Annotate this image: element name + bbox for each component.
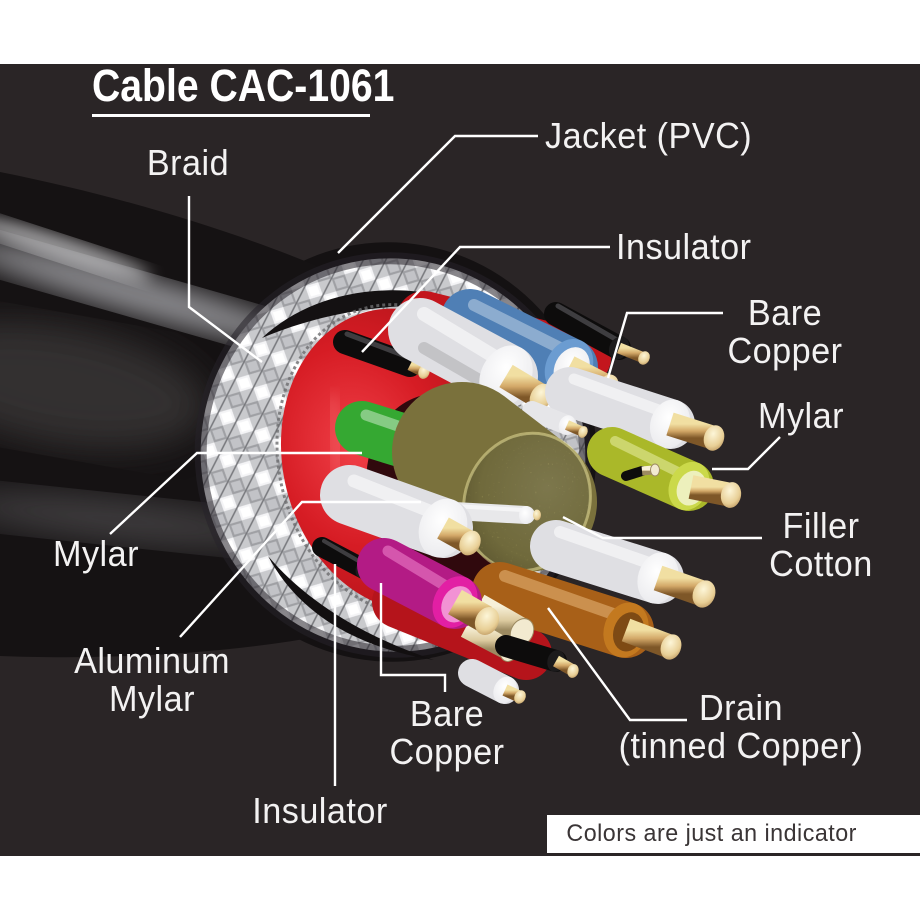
label-insulator-right: Insulator <box>616 226 752 267</box>
title-underline <box>92 114 370 117</box>
bottom-white-bar <box>0 856 920 920</box>
label-aluminum-mylar: Aluminum Mylar <box>74 640 230 719</box>
wire-white-thin-top <box>522 401 588 438</box>
leader-lines <box>109 134 781 786</box>
leader-filler-cotton <box>562 515 762 540</box>
note-text: Colors are just an indicator <box>566 820 857 847</box>
wire-orange <box>472 562 682 660</box>
label-mylar-right: Mylar <box>758 395 844 436</box>
label-drain: Drain (tinned Copper) <box>618 687 864 766</box>
label-filler-cotton: Filler Cotton <box>769 505 873 584</box>
leader-braid <box>187 196 263 363</box>
label-bare-copper-right: Bare Copper <box>727 292 843 371</box>
note-box: Colors are just an indicator <box>547 815 920 853</box>
leader-drain <box>547 607 687 722</box>
label-mylar-left: Mylar <box>53 533 139 574</box>
wire-small-drain-right <box>621 463 660 481</box>
label-insulator-bottom: Insulator <box>252 790 388 831</box>
leader-aluminum-mylar <box>179 500 421 638</box>
wire-black-drain-4 <box>495 635 579 678</box>
leader-jacket <box>337 134 538 254</box>
leader-mylar-right <box>712 436 781 471</box>
wire-white-mid <box>320 465 481 558</box>
label-jacket-pvc: Jacket (PVC) <box>545 115 753 156</box>
leader-mylar-left <box>109 451 362 535</box>
wire-magenta <box>357 538 500 635</box>
page-title: Cable CAC-1061 <box>92 60 395 111</box>
leader-insulator-right <box>361 245 610 353</box>
wire-bundle <box>312 289 742 704</box>
label-bare-copper-bottom: Bare Copper <box>389 693 505 772</box>
wire-white-bottom <box>530 520 716 608</box>
wire-white-stub <box>458 659 526 704</box>
leader-bare-copper-right <box>606 311 723 379</box>
wire-black-drain-1 <box>333 330 430 379</box>
top-white-bar <box>0 0 920 64</box>
wire-black-drain-2 <box>544 302 650 365</box>
label-braid: Braid <box>146 142 230 183</box>
leader-bare-copper-bottom <box>379 583 447 692</box>
wire-white-right <box>545 367 725 451</box>
